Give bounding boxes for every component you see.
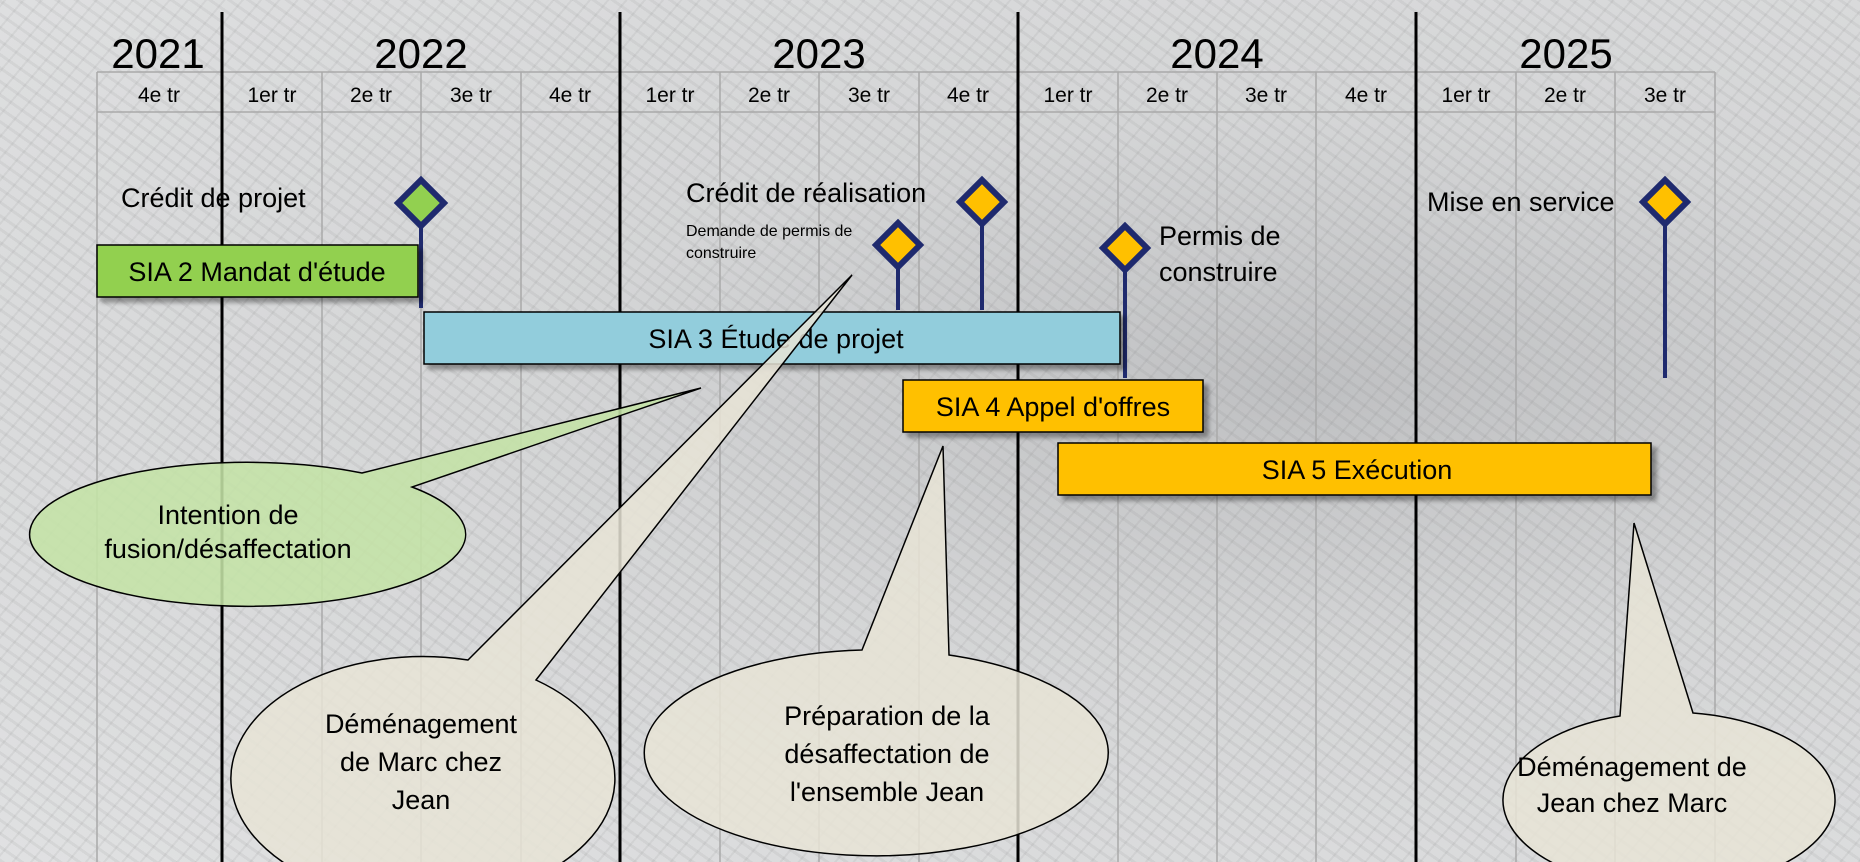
callout-label: Jean chez Marc xyxy=(1537,788,1728,818)
callout-label: désaffectation de xyxy=(784,739,989,769)
quarter-label: 4e tr xyxy=(1345,84,1387,107)
callout-label: Intention de xyxy=(157,500,298,530)
milestone-label: Crédit de réalisation xyxy=(686,178,926,208)
callout-preparation: Préparation de la désaffectation de l'en… xyxy=(643,445,1109,857)
year-labels: 2021 2022 2023 2024 2025 xyxy=(111,30,1612,77)
phase-label: SIA 2 Mandat d'étude xyxy=(128,257,385,287)
callout-demenagement-marc: Déménagement de Marc chez Jean xyxy=(230,274,853,862)
quarter-label: 4e tr xyxy=(138,84,180,107)
milestone-diamond xyxy=(1638,175,1692,229)
quarter-labels: 4e tr 1er tr 2e tr 3e tr 4e tr 1er tr 2e… xyxy=(138,84,1686,107)
quarter-label: 1er tr xyxy=(1441,84,1490,107)
phase-bar-sia5: SIA 5 Exécution xyxy=(1057,442,1652,496)
quarter-label: 2e tr xyxy=(1544,84,1586,107)
quarter-label: 4e tr xyxy=(549,84,591,107)
quarter-label: 2e tr xyxy=(350,84,392,107)
phase-label: SIA 3 Étude de projet xyxy=(648,324,904,354)
quarter-label: 3e tr xyxy=(848,84,890,107)
callout-label: Déménagement xyxy=(325,709,518,739)
year-label: 2024 xyxy=(1170,30,1263,77)
phase-label: SIA 4 Appel d'offres xyxy=(936,392,1170,422)
phase-bar-sia4: SIA 4 Appel d'offres xyxy=(902,379,1204,433)
quarter-label: 2e tr xyxy=(748,84,790,107)
milestone-label: Crédit de projet xyxy=(121,183,306,213)
milestone-diamond xyxy=(393,175,449,231)
quarter-label: 1er tr xyxy=(645,84,694,107)
milestone-label: Demande de permis de xyxy=(686,223,852,240)
quarter-label: 4e tr xyxy=(947,84,989,107)
phase-label: SIA 5 Exécution xyxy=(1262,455,1453,485)
milestone-diamonds xyxy=(393,175,1692,275)
quarter-label: 3e tr xyxy=(450,84,492,107)
milestone-labels: Crédit de projet Demande de permis de co… xyxy=(121,178,1615,287)
milestone-label: Permis de xyxy=(1159,221,1281,251)
callout-label: Déménagement de xyxy=(1517,752,1747,782)
callout-fusion: Intention de fusion/désaffectation xyxy=(28,387,702,608)
quarter-label: 3e tr xyxy=(1644,84,1686,107)
year-label: 2021 xyxy=(111,30,204,77)
quarter-label: 2e tr xyxy=(1146,84,1188,107)
year-label: 2023 xyxy=(772,30,865,77)
callout-label: Jean xyxy=(392,785,451,815)
phase-bars: SIA 2 Mandat d'étude SIA 3 Étude de proj… xyxy=(96,244,1652,496)
quarter-label: 1er tr xyxy=(1043,84,1092,107)
milestone-diamond xyxy=(871,218,925,272)
phase-bar-sia2: SIA 2 Mandat d'étude xyxy=(96,244,419,298)
milestone-label: construire xyxy=(1159,257,1278,287)
callout-label: l'ensemble Jean xyxy=(790,777,984,807)
year-label: 2022 xyxy=(374,30,467,77)
milestone-stems xyxy=(419,207,1667,378)
callout-label: de Marc chez xyxy=(340,747,502,777)
callout-label: Préparation de la xyxy=(784,701,991,731)
callout-demenagement-jean: Déménagement de Jean chez Marc xyxy=(1502,522,1836,862)
quarter-label: 3e tr xyxy=(1245,84,1287,107)
milestone-label: construire xyxy=(686,245,756,262)
callout-label: fusion/désaffectation xyxy=(104,534,351,564)
milestone-diamond xyxy=(955,175,1009,229)
year-label: 2025 xyxy=(1519,30,1612,77)
quarter-label: 1er tr xyxy=(247,84,296,107)
milestone-diamond xyxy=(1098,221,1152,275)
milestone-label: Mise en service xyxy=(1427,187,1615,217)
